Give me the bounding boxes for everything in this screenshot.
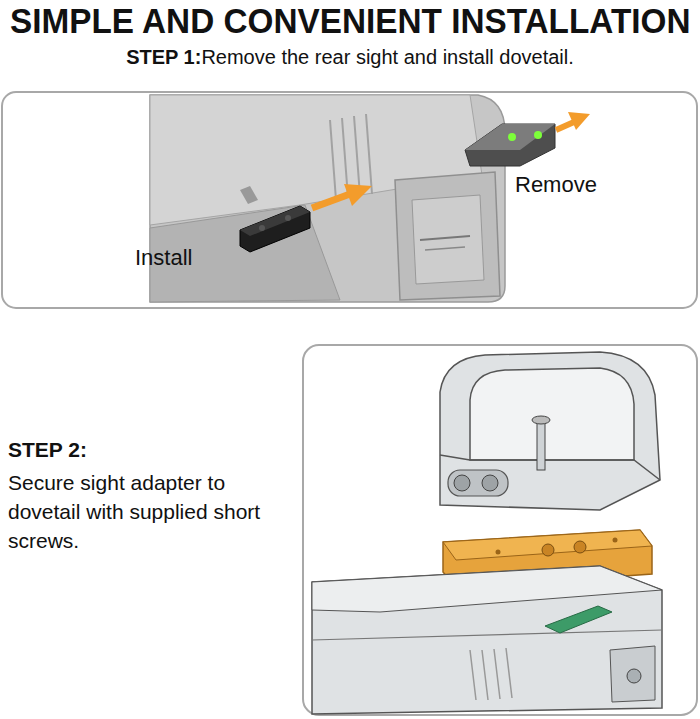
slide [470, 648, 512, 700]
dovetail-part [240, 206, 310, 252]
orange-arrow [312, 194, 350, 208]
pistol-illustration [412, 195, 484, 284]
rear-sight-part [508, 133, 516, 141]
rear-sight-part [534, 131, 542, 139]
panel-frame [2, 92, 697, 308]
pistol-illustration [150, 95, 505, 302]
part-label: Install [135, 245, 192, 271]
slide [610, 646, 655, 702]
orange-arrow [556, 112, 590, 130]
red-dot-sight [482, 475, 498, 491]
red-dot-sight [537, 420, 545, 470]
pistol-illustration [420, 236, 470, 240]
rear-sight-part [465, 124, 555, 166]
red-dot-sight [448, 470, 508, 496]
rear-sight-part [465, 124, 555, 150]
step-heading: STEP 2: [8, 438, 87, 462]
red-dot-sight [532, 416, 550, 424]
slide [312, 630, 662, 640]
orange-arrow [344, 184, 372, 206]
rear-sight-part [465, 124, 555, 166]
title: SIMPLE AND CONVENIENT INSTALLATION [10, 0, 690, 41]
orange-arrow [312, 184, 372, 208]
adapter-plate [443, 530, 652, 560]
pistol-illustration [425, 247, 465, 250]
dovetail-part [259, 225, 265, 231]
slide [312, 566, 662, 612]
step-text: Remove the rear sight and install doveta… [201, 46, 573, 68]
adapter-plate [613, 538, 618, 543]
red-dot-sight [470, 368, 634, 460]
pistol-illustration [240, 186, 258, 204]
slide [312, 566, 662, 714]
step-line: STEP 1:Remove the rear sight and install… [0, 46, 700, 69]
adapter-plate [496, 550, 501, 555]
red-dot-sight [440, 352, 660, 510]
red-dot-sight [454, 475, 470, 491]
part-label: Remove [515, 172, 597, 198]
pistol-illustration [395, 172, 500, 300]
red-dot-sight [440, 352, 660, 510]
orange-arrow [556, 122, 574, 130]
pistol-illustration [150, 95, 505, 302]
slide [627, 669, 641, 683]
dovetail-part [240, 206, 310, 252]
adapter-plate [574, 541, 586, 553]
adapter-plate [542, 544, 554, 556]
orange-arrow [568, 112, 590, 130]
step-text: Secure sight adapter to dovetail with su… [8, 468, 280, 555]
dovetail-part [240, 206, 310, 236]
dovetail-part [285, 215, 291, 221]
slide [312, 566, 662, 714]
panel-frame [303, 345, 697, 715]
step-heading: STEP 1: [126, 46, 201, 68]
slide [545, 606, 612, 633]
